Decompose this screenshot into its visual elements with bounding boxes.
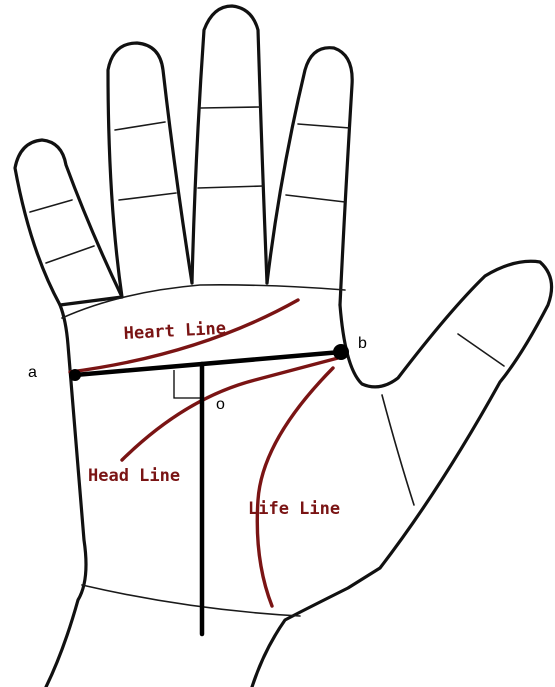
ring-crease-lower [119,193,176,200]
pinky-finger-outline [15,140,122,305]
point-a-label: a [28,364,37,381]
pinky-crease-lower [46,246,94,263]
palm-left-wrist-outline [46,305,86,687]
life-line [257,368,333,606]
life-line-label: Life Line [248,499,340,519]
head-line [122,358,338,460]
hand-outline [15,6,552,687]
middle-crease-upper [201,107,260,108]
point-o-label: o [216,396,225,413]
head-line-label: Head Line [88,466,180,486]
thumb-base-crease [382,395,414,505]
point-b-dot [333,344,349,360]
ring-finger-outline [108,43,192,297]
point-a-dot [69,369,81,381]
point-b-label: b [358,335,367,352]
index-finger-outline [267,48,352,305]
construction [69,344,349,634]
index-crease-lower [286,195,345,202]
index-crease-upper [298,124,350,128]
right-angle-marker [174,370,202,398]
finger-creases [30,107,504,616]
pinky-crease-upper [30,200,72,212]
palm-thumb-outline [252,261,552,687]
middle-finger-outline [192,6,267,283]
palm-top-crease [62,285,345,318]
thumb-crease [458,334,504,366]
ring-crease-upper [115,122,165,130]
middle-crease-lower [198,186,263,188]
